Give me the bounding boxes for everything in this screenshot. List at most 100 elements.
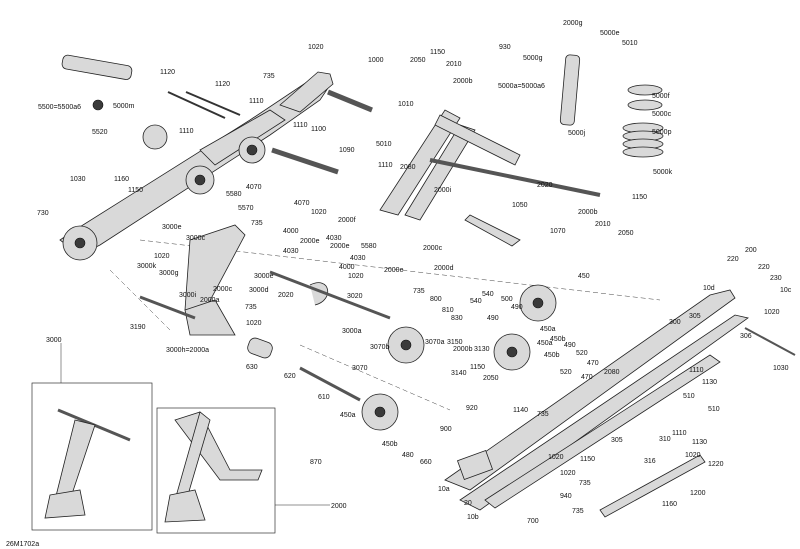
callout-label: 490 <box>487 315 499 322</box>
callout-label: 2000e <box>300 238 320 245</box>
callout-label: 1020 <box>685 452 701 459</box>
callout-label: 1110 <box>672 430 687 437</box>
callout-label: 2050 <box>410 57 426 64</box>
callout-label: 3070b <box>370 344 390 351</box>
callout-label: 5010 <box>622 40 638 47</box>
callout-label: 3000i <box>179 292 197 299</box>
callout-label: 1160 <box>662 501 677 508</box>
callout-label: 3150 <box>447 339 463 346</box>
callout-label: 1110 <box>689 367 704 374</box>
callout-label: 700 <box>527 518 539 525</box>
callout-label: 1100 <box>311 126 326 133</box>
slide-strip-1200 <box>599 454 706 518</box>
callout-label: 4030 <box>350 255 366 262</box>
callout-label: 730 <box>37 210 49 217</box>
callout-label: 610 <box>318 394 330 401</box>
callout-group: 1020 1000 1150 2050 2010 2000b 2000g 930… <box>37 20 792 525</box>
rear-spring <box>622 122 664 158</box>
callout-label: 5500=5500a6 <box>38 104 81 111</box>
callout-label: 220 <box>758 264 770 271</box>
callout-label: 1130 <box>702 379 717 386</box>
callout-label: 306 <box>740 333 752 340</box>
callout-label: 305 <box>611 437 623 444</box>
callout-label: 1160 <box>114 176 129 183</box>
callout-label: 520 <box>560 369 572 376</box>
callout-label: 1020 <box>154 253 170 260</box>
callout-label: 1150 <box>470 364 485 371</box>
callout-label: 920 <box>466 405 478 412</box>
callout-label: 2010 <box>446 61 462 68</box>
callout-label: 4070 <box>294 200 310 207</box>
spring-coil <box>142 124 168 150</box>
callout-label: 4000 <box>339 264 355 271</box>
callout-label: 490 <box>564 342 576 349</box>
spring-seat <box>627 84 663 96</box>
bolt-1030-right <box>744 327 796 356</box>
callout-label: 3000 <box>46 337 62 344</box>
inset-right-assembly <box>164 411 263 523</box>
callout-label: 1110 <box>179 128 194 135</box>
callout-label: 300 <box>669 319 681 326</box>
callout-label: 480 <box>402 452 414 459</box>
callout-label: 450a <box>537 340 553 347</box>
shaft-610 <box>299 366 361 402</box>
callout-label: 2000e <box>384 267 404 274</box>
callout-label: 735 <box>251 220 263 227</box>
callout-label: 510 <box>683 393 695 400</box>
bushing <box>92 99 104 111</box>
callout-label: 3000e <box>162 224 182 231</box>
callout-label: 2050 <box>618 230 634 237</box>
front-wheel-hub <box>74 237 86 249</box>
link-1050 <box>464 214 521 247</box>
bolt-1120 <box>167 91 226 119</box>
callout-label: 5000c <box>652 111 672 118</box>
callout-label: 470 <box>587 360 599 367</box>
guide-line <box>109 269 171 331</box>
callout-label: 310 <box>659 436 671 443</box>
callout-label: 3190 <box>130 324 146 331</box>
spacer-630 <box>247 337 273 359</box>
guide-line <box>139 239 661 301</box>
callout-label: 2050 <box>483 375 499 382</box>
callout-label: 510 <box>708 406 720 413</box>
callout-label: 10b <box>467 514 479 521</box>
callout-label: 1110 <box>249 98 264 105</box>
callout-label: 1070 <box>550 228 566 235</box>
callout-label: 1020 <box>548 454 564 461</box>
callout-label: 5580 <box>361 243 377 250</box>
callout-label: 2080 <box>604 369 620 376</box>
callout-label: 830 <box>451 315 463 322</box>
shock-absorber-left <box>61 54 133 80</box>
callout-label: 3020 <box>347 293 363 300</box>
arm-crossbar <box>434 114 521 166</box>
callout-label: 2000b <box>578 209 598 216</box>
callout-label: 620 <box>284 373 296 380</box>
callout-label: 3070a <box>425 339 445 346</box>
callout-label: 2020 <box>537 182 553 189</box>
callout-label: 1220 <box>708 461 724 468</box>
callout-label: 735 <box>263 73 275 80</box>
slide-rail-lower <box>459 314 749 511</box>
callout-label: 470 <box>581 374 593 381</box>
drawing-code: 26M1702a <box>6 541 39 548</box>
callout-label: 450a <box>340 412 356 419</box>
front-arm-assembly <box>184 224 246 311</box>
callout-label: 2000g <box>563 20 583 27</box>
callout-label: 200 <box>745 247 757 254</box>
callout-label: 1020 <box>308 44 324 51</box>
callout-label: 1090 <box>339 147 355 154</box>
callout-label: 1020 <box>560 470 576 477</box>
callout-label: 2000e <box>330 243 350 250</box>
callout-label: 305 <box>689 313 701 320</box>
idler-hub <box>194 174 206 186</box>
callout-label: 220 <box>727 256 739 263</box>
callout-label: 870 <box>310 459 322 466</box>
callout-label: 4030 <box>283 248 299 255</box>
callout-label: 1030 <box>773 365 789 372</box>
callout-label: 10c <box>780 287 792 294</box>
callout-label: 1050 <box>512 202 528 209</box>
wheel-hub <box>374 406 386 418</box>
callout-label: 2000c <box>213 286 233 293</box>
callout-label: 450a <box>540 326 556 333</box>
rail-tip <box>279 71 334 113</box>
